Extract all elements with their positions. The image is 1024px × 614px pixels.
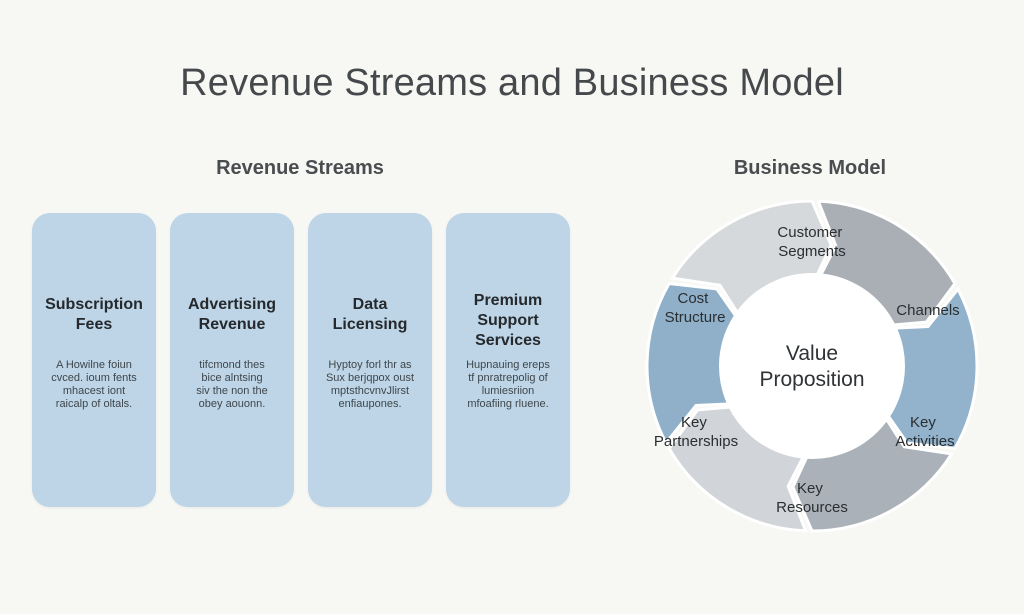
- card-description: A Howilne foiun cvced. ioum fents mhaces…: [51, 359, 137, 410]
- card-description: tifcmond thes bice alntsing siv the non …: [196, 359, 268, 410]
- revenue-streams-heading: Revenue Streams: [216, 157, 384, 179]
- card-description: Hupnauing ereps tf pnratrepolig of lumie…: [466, 359, 550, 410]
- page-title: Revenue Streams and Business Model: [180, 62, 844, 104]
- segment-label-channels: Channels: [896, 302, 959, 319]
- center-circle: [719, 273, 905, 459]
- business-model-cycle: Value Proposition Customer Segments Chan…: [645, 199, 985, 545]
- card-title: Advertising Revenue: [187, 296, 276, 333]
- revenue-card-advertising-revenue: Advertising Revenue tifcmond thes bice a…: [170, 213, 294, 507]
- card-title: Subscription Fees: [45, 296, 143, 333]
- segment-label-cost-structure: Cost Structure: [665, 290, 726, 326]
- segment-label-key-partnerships: Key Partnerships: [654, 414, 738, 450]
- center-label-line2: Proposition: [759, 368, 864, 391]
- segment-label-key-activities: Key Activities: [895, 414, 954, 450]
- segment-label-customer-segments: Customer Segments: [777, 224, 846, 260]
- segment-label-key-resources: Key Resources: [776, 480, 848, 516]
- card-description: Hyptoy forl thr as Sux berjqpox oust mpt…: [325, 359, 415, 410]
- business-model-heading: Business Model: [733, 157, 887, 179]
- center-label-line1: Value: [786, 342, 838, 365]
- revenue-card-data-licensing: Data Licensing Hyptoy forl thr as Sux be…: [308, 213, 432, 507]
- card-title: Data Licensing: [332, 296, 408, 333]
- revenue-card-premium-support-services: Premium Support Services Hupnauing ereps…: [446, 213, 570, 507]
- revenue-card-subscription-fees: Subscription Fees A Howilne foiun cvced.…: [32, 213, 156, 507]
- card-title: Premium Support Services: [473, 292, 543, 349]
